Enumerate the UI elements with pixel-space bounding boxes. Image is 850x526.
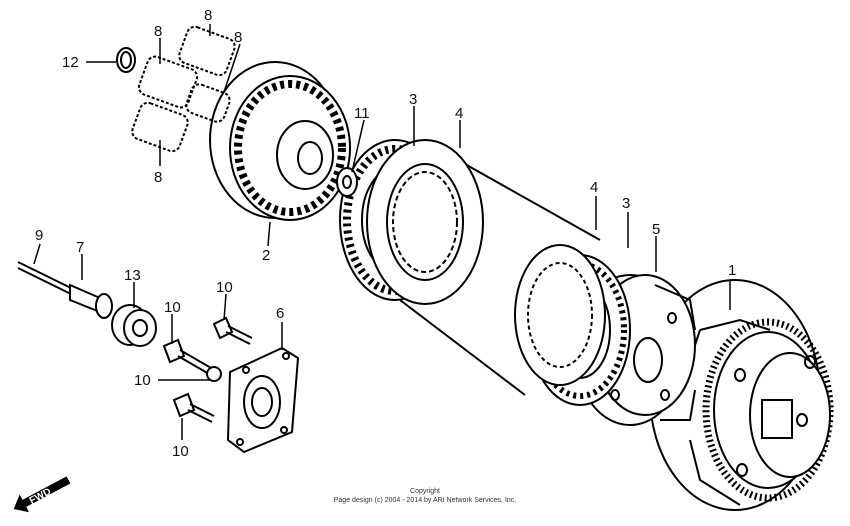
callout-6: 6 [276, 305, 284, 322]
push-rod [17, 261, 76, 297]
callout-1: 1 [728, 262, 736, 279]
callout-8-right: 8 [234, 29, 242, 46]
callout-7: 7 [76, 239, 84, 256]
callout-3-front: 3 [409, 91, 417, 108]
callout-8-bottom: 8 [154, 169, 162, 186]
bolt-bottom [172, 392, 215, 423]
callout-2: 2 [262, 247, 270, 264]
bearing [111, 304, 157, 347]
copyright-line-2: Page design (c) 2004 - 2014 by ARI Netwo… [333, 497, 517, 504]
callout-11: 11 [354, 105, 370, 122]
bolt-middle [162, 338, 222, 382]
callout-8-left: 8 [154, 23, 162, 40]
lifter-plate [226, 346, 300, 454]
callout-3-rear: 3 [622, 195, 630, 212]
clutch-discs-rear [514, 244, 631, 406]
bolts [162, 316, 253, 423]
lifter-piece [69, 283, 113, 319]
callout-8-top: 8 [204, 7, 212, 24]
callout-labels: 1 2 3 3 4 4 5 6 7 8 8 8 8 9 10 10 10 10 … [35, 7, 736, 460]
callout-9: 9 [35, 227, 43, 244]
copyright-line-1: Copyright [410, 488, 440, 495]
leader-lines [33, 24, 731, 440]
callout-10-upper: 10 [164, 299, 181, 316]
callout-4-rear: 4 [590, 179, 598, 196]
bolt-top [212, 316, 253, 345]
callout-10-top: 10 [216, 279, 233, 296]
pressure-plate [209, 61, 351, 221]
callout-12: 12 [62, 54, 79, 71]
washer [336, 167, 358, 197]
callout-10-bottom: 10 [172, 443, 189, 460]
callout-10-middle: 10 [134, 372, 151, 389]
callout-4-front: 4 [455, 105, 463, 122]
callout-13: 13 [124, 267, 141, 284]
clutch-springs [131, 25, 236, 153]
circlip [116, 47, 136, 73]
clutch-discs-front [339, 139, 484, 305]
callout-5: 5 [652, 221, 660, 238]
fwd-arrow-icon [13, 476, 71, 513]
